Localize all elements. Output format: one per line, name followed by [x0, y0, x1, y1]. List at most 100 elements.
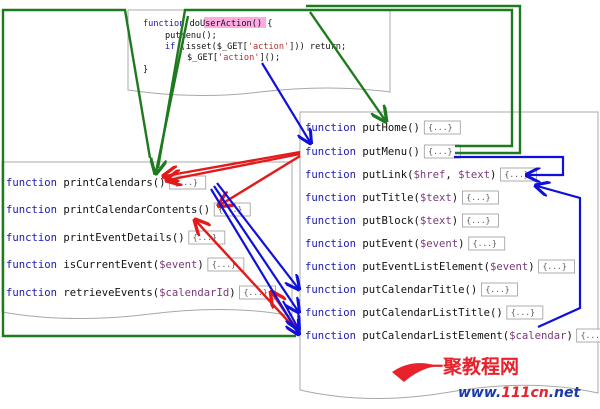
site-watermark-logo: 一聚教程网 www.111cn.net	[392, 355, 582, 401]
function-punct: ,	[445, 169, 458, 181]
function-keyword: function	[6, 232, 57, 244]
red-arrow-putmenu-to-printcalendarcontents	[220, 154, 301, 205]
right-function-1-placeholder: {...}	[428, 147, 452, 156]
blue-arrow-retrieveevents-to-putcalendarlistelement	[282, 300, 298, 328]
function-keyword: function	[6, 259, 57, 271]
left-function-1: function printCalendarContents()	[6, 204, 210, 216]
blue-connectors	[210, 62, 582, 333]
function-punct: )	[458, 238, 464, 250]
right-function-5: function putEvent($event)	[305, 238, 465, 250]
right-function-2: function putLink($href, $text)	[305, 169, 496, 181]
red-arrow-putmenu-to-printcalendars	[165, 150, 301, 176]
right-function-0-placeholder: {...}	[428, 123, 452, 132]
function-keyword: function	[305, 192, 356, 204]
function-keyword: function	[305, 307, 356, 319]
function-name: printEventDetails()	[63, 232, 184, 244]
right-function-8-placeholder-box	[506, 305, 544, 320]
function-name: putTitle(	[362, 192, 419, 204]
right-function-0: function putHome()	[305, 122, 420, 134]
left-function-3-placeholder-box	[207, 257, 245, 272]
logo-cn-text: 一聚教程网	[424, 355, 519, 378]
top-line1-keyword: function	[143, 19, 184, 29]
right-function-3-placeholder: {...}	[466, 193, 490, 202]
function-name: putLink(	[362, 169, 413, 181]
function-name: putCalendarListElement(	[362, 330, 509, 342]
function-punct: )	[490, 169, 496, 181]
function-name: putHome()	[362, 122, 419, 134]
right-function-0-placeholder-box	[423, 120, 461, 135]
function-punct: )	[528, 261, 534, 273]
right-function-1: function putMenu()	[305, 146, 420, 158]
function-keyword: function	[305, 330, 356, 342]
blue-arrow-putcalendarlistelement-to-putlink	[537, 186, 582, 329]
do-user-action-highlight	[204, 17, 266, 28]
function-keyword: function	[305, 261, 356, 273]
green-frame-inner	[156, 8, 514, 169]
green-frame-outer	[1, 8, 296, 338]
function-keyword: function	[6, 287, 57, 299]
function-param: $calendarId	[159, 287, 229, 299]
top-line3-fn: isset	[186, 42, 212, 52]
right-function-4-placeholder: {...}	[466, 216, 490, 225]
svg-text:$_GET['action']();: $_GET['action']();	[187, 53, 280, 63]
function-punct: )	[452, 215, 458, 227]
right-function-4-placeholder-box	[461, 213, 499, 228]
top-line5: }	[143, 65, 148, 75]
function-paren: )	[229, 287, 235, 299]
function-punct: )	[567, 330, 573, 342]
left-function-4-placeholder: {...}	[244, 288, 268, 297]
right-function-list: function putHome() {...} function putMenu(…	[305, 120, 600, 343]
right-function-2-placeholder: {...}	[505, 170, 529, 179]
function-keyword: function	[305, 284, 356, 296]
right-function-8: function putCalendarListTitle()	[305, 307, 503, 319]
right-code-page	[299, 111, 599, 400]
top-line2: putMenu();	[165, 31, 217, 41]
svg-text:function doUserAction() {: function doUserAction() {	[143, 19, 272, 29]
left-function-3: function isCurrentEvent($event)	[6, 259, 204, 271]
function-name: putBlock(	[362, 215, 419, 227]
right-function-5-placeholder-box	[468, 236, 506, 251]
function-keyword: function	[6, 177, 57, 189]
right-function-7-placeholder: {...}	[485, 285, 509, 294]
right-function-9-placeholder: {...}	[581, 331, 600, 340]
red-arrow-putmenu-to-printcalendars-2	[168, 152, 301, 180]
function-param: $event	[490, 261, 528, 273]
green-arrow-to-puthome	[309, 11, 385, 120]
green-connectors	[1, 4, 522, 338]
function-param: $calendar	[509, 330, 566, 342]
function-param: $event	[420, 238, 458, 250]
right-function-3-placeholder-box	[461, 190, 499, 205]
function-name: retrieveEvents(	[63, 287, 159, 299]
red-connectors	[165, 150, 301, 335]
function-name: putMenu()	[362, 146, 419, 158]
right-function-9: function putCalendarListElement($calenda…	[305, 330, 573, 342]
function-param: $text	[458, 169, 490, 181]
function-name: printCalendars()	[63, 177, 165, 189]
left-function-0-placeholder: {...}	[174, 178, 198, 187]
function-param: $href	[413, 169, 445, 181]
right-function-1-placeholder-box	[423, 144, 461, 159]
top-line3-keyword: if	[165, 42, 175, 52]
function-keyword: function	[305, 215, 356, 227]
function-name: putEvent(	[362, 238, 419, 250]
function-keyword: function	[305, 122, 356, 134]
right-function-6: function putEventListElement($event)	[305, 261, 535, 273]
right-function-7: function putCalendarTitle()	[305, 284, 477, 296]
function-param: $text	[420, 215, 452, 227]
green-arrow-to-printcalendars	[156, 15, 190, 172]
function-name: putEventListElement(	[362, 261, 490, 273]
logo-url-text: www.111cn.net	[458, 385, 582, 401]
svg-text:if (isset($_GET['action'])) re: if (isset($_GET['action'])) return;	[165, 42, 346, 52]
function-keyword: function	[305, 238, 356, 250]
right-function-6-placeholder: {...}	[543, 262, 567, 271]
function-paren: )	[197, 259, 203, 271]
logo-swoosh-icon	[392, 363, 438, 382]
left-function-0: function printCalendars()	[6, 177, 165, 189]
blue-arrow-putmenu-to-putlink	[454, 155, 565, 175]
right-function-4: function putBlock($text)	[305, 215, 458, 227]
function-punct: )	[452, 192, 458, 204]
right-function-8-placeholder: {...}	[511, 308, 535, 317]
blue-arrow-printcalendars-to-putcalendarlistelement	[210, 188, 298, 333]
blue-arrow-doaction-to-putmenu	[261, 62, 310, 142]
